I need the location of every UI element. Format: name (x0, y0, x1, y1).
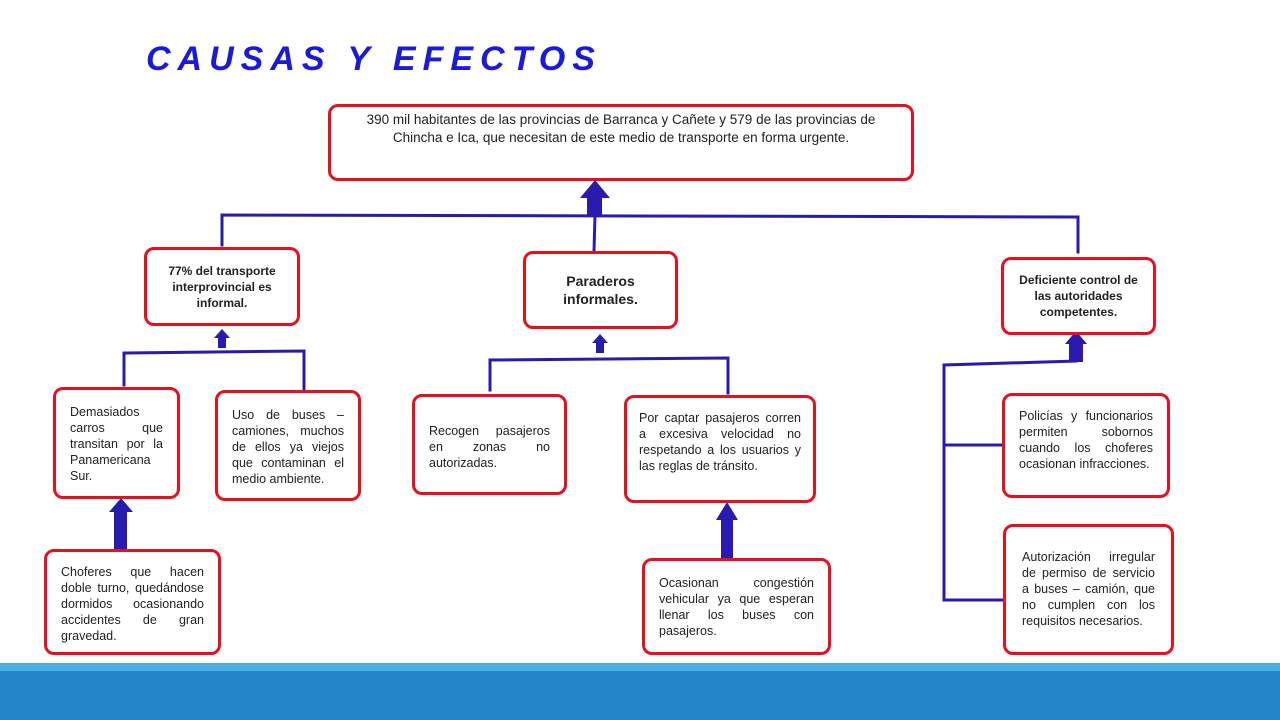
top-effect-box: 390 mil habitantes de las provincias de … (328, 104, 914, 181)
sub-cause-congestion-text: Ocasionan congestión vehicular ya que es… (659, 576, 814, 638)
connector-left-branch (122, 349, 306, 392)
cause-informal-stops-text: Paraderos informales. (563, 273, 638, 307)
sub-cause-unauthorized-pickup-text: Recogen pasajeros en zonas no autorizada… (429, 424, 550, 470)
sub-cause-unauthorized-pickup-box: Recogen pasajeros en zonas no autorizada… (412, 394, 567, 495)
up-arrow-icon (109, 498, 133, 550)
sub-cause-speeding-text: Por captar pasajeros corren a excesiva v… (639, 411, 801, 473)
page-title: CAUSAS Y EFECTOS (146, 40, 602, 78)
connector-center-stem (592, 213, 597, 253)
footer-accent-strip (0, 663, 1280, 671)
cause-informal-transport-box: 77% del transporte interprovincial es in… (144, 247, 300, 326)
sub-cause-congestion-box: Ocasionan congestión vehicular ya que es… (642, 558, 831, 655)
sub-cause-double-shift-box: Choferes que hacen doble turno, quedándo… (44, 549, 221, 655)
sub-cause-old-buses-text: Uso de buses – camiones, muchos de ellos… (232, 408, 344, 486)
cause-deficient-control-text: Deficiente control de las autoridades co… (1019, 273, 1138, 319)
connector-center-branch (488, 356, 730, 395)
sub-cause-double-shift-text: Choferes que hacen doble turno, quedándo… (61, 565, 204, 643)
sub-cause-bribes-box: Policías y funcionarios permiten soborno… (1002, 393, 1170, 498)
sub-cause-too-many-cars-text: Demasiados carros que transitan por la P… (70, 405, 163, 483)
up-arrow-icon (214, 329, 230, 348)
sub-cause-speeding-box: Por captar pasajeros corren a excesiva v… (624, 395, 816, 503)
connector-right-branch (942, 359, 1078, 602)
up-arrow-icon (1065, 331, 1087, 362)
footer-bar (0, 671, 1280, 720)
up-arrow-icon (592, 334, 608, 353)
sub-cause-bribes-text: Policías y funcionarios permiten soborno… (1019, 409, 1153, 471)
cause-informal-stops-box: Paraderos informales. (523, 251, 678, 329)
top-effect-text: 390 mil habitantes de las provincias de … (366, 112, 876, 145)
connector-top-branch (220, 213, 1080, 254)
up-arrow-icon (580, 180, 610, 215)
sub-cause-irregular-permit-box: Autorización irregular de permiso de ser… (1003, 524, 1174, 655)
cause-informal-transport-text: 77% del transporte interprovincial es in… (168, 263, 276, 310)
up-arrow-icon (716, 502, 738, 560)
sub-cause-old-buses-box: Uso de buses – camiones, muchos de ellos… (215, 390, 361, 501)
cause-deficient-control-box: Deficiente control de las autoridades co… (1001, 257, 1156, 335)
sub-cause-irregular-permit-text: Autorización irregular de permiso de ser… (1022, 550, 1155, 628)
sub-cause-too-many-cars-box: Demasiados carros que transitan por la P… (53, 387, 180, 499)
